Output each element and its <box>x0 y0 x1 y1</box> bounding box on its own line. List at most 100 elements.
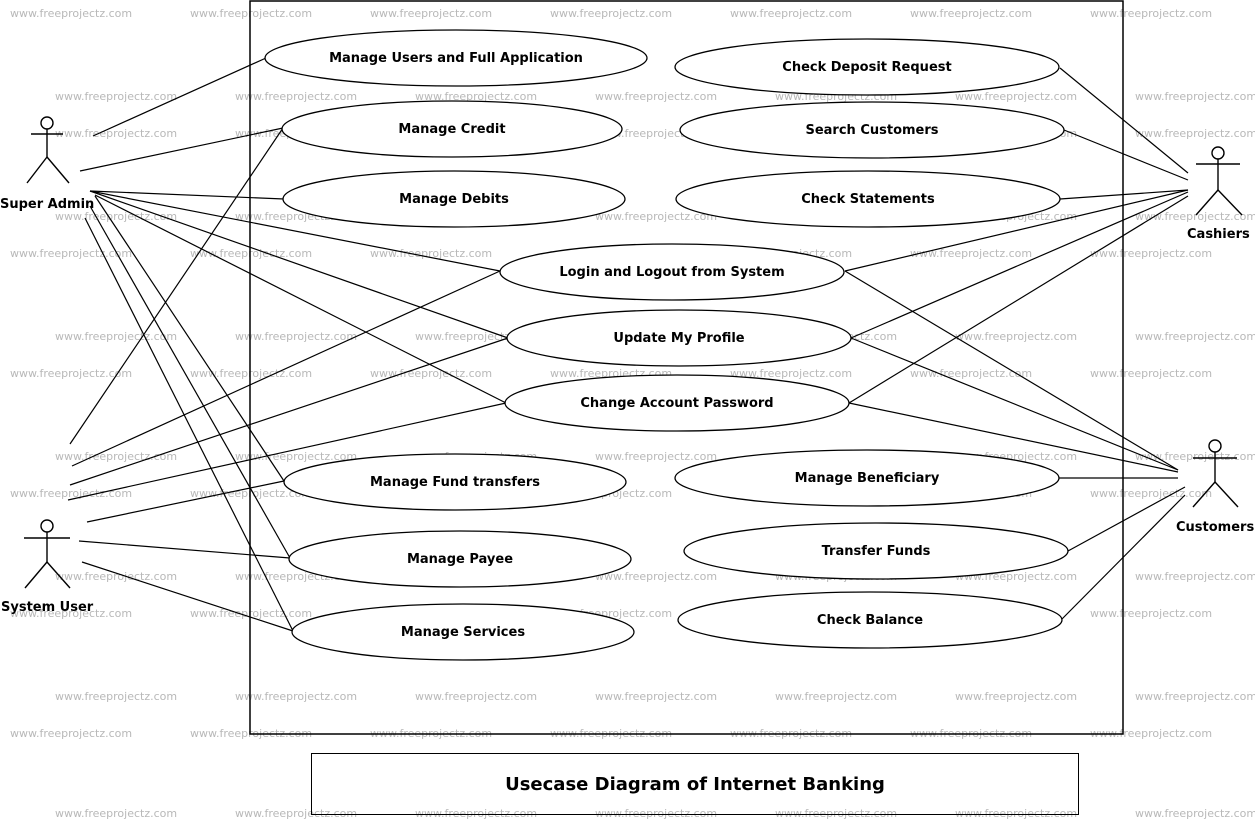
watermark-text: www.freeprojectz.com <box>595 690 718 703</box>
actor-label-system-user: System User <box>1 600 94 615</box>
assoc-cashier-login <box>844 189 1189 272</box>
usecase-transfer-funds <box>683 522 1069 580</box>
usecase-check-deposit <box>674 38 1060 96</box>
watermark-text: www.freeprojectz.com <box>595 570 718 583</box>
assoc-admin-services <box>84 217 294 632</box>
watermark-text: www.freeprojectz.com <box>370 247 493 260</box>
watermark-text: www.freeprojectz.com <box>595 90 718 103</box>
assoc-admin-fund-transfers <box>94 195 285 482</box>
actor-label-customers: Customers <box>1176 520 1254 535</box>
usecase-check-balance <box>677 591 1063 649</box>
watermark-text: www.freeprojectz.com <box>1135 570 1255 583</box>
usecase-label-transfer-funds: Transfer Funds <box>822 544 931 559</box>
watermark-text: www.freeprojectz.com <box>1090 607 1213 620</box>
assoc-user-fund-transfers <box>86 480 285 523</box>
actor-system-user-head <box>40 519 54 533</box>
usecase-label-update-profile: Update My Profile <box>613 331 744 346</box>
assoc-cashier-deposit <box>1059 67 1189 174</box>
assoc-admin-profile <box>89 190 509 339</box>
assoc-cashier-password <box>848 195 1189 404</box>
watermark-text: www.freeprojectz.com <box>910 367 1033 380</box>
assoc-customer-profile <box>850 337 1179 471</box>
usecase-manage-beneficiary <box>674 449 1060 507</box>
associations <box>67 57 1189 632</box>
watermark-text: www.freeprojectz.com <box>1135 330 1255 343</box>
assoc-user-password <box>67 402 507 501</box>
usecase-label-manage-services: Manage Services <box>401 625 525 640</box>
watermark-text: www.freeprojectz.com <box>955 330 1078 343</box>
assoc-customer-login <box>844 270 1179 471</box>
watermark-text: www.freeprojectz.com <box>955 90 1078 103</box>
watermark-text: www.freeprojectz.com <box>235 690 358 703</box>
usecase-manage-debits <box>282 170 626 228</box>
assoc-user-login <box>71 270 501 467</box>
watermark-text: www.freeprojectz.com <box>730 7 853 20</box>
usecase-update-profile <box>506 309 852 367</box>
watermark-text: www.freeprojectz.com <box>595 450 718 463</box>
actor-cashiers <box>1195 146 1243 216</box>
watermark-text: www.freeprojectz.com <box>10 7 133 20</box>
watermark-text: www.freeprojectz.com <box>910 7 1033 20</box>
actor-cashiers-head <box>1211 146 1225 160</box>
usecase-manage-payee <box>288 530 632 588</box>
watermark-text: www.freeprojectz.com <box>235 807 358 820</box>
watermark-text: www.freeprojectz.com <box>1135 450 1255 463</box>
assoc-cashier-statements <box>1059 189 1189 200</box>
actor-label-super-admin: Super Admin <box>0 197 94 212</box>
usecase-label-check-balance: Check Balance <box>817 613 923 628</box>
usecase-manage-credit <box>281 100 623 158</box>
watermark-text: www.freeprojectz.com <box>730 367 853 380</box>
watermark-text: www.freeprojectz.com <box>910 247 1033 260</box>
watermark-text: www.freeprojectz.com <box>370 367 493 380</box>
usecase-search-customers <box>679 101 1065 159</box>
watermark-text: www.freeprojectz.com <box>415 90 538 103</box>
assoc-user-payee <box>78 540 291 559</box>
assoc-user-manage-credit <box>69 127 284 445</box>
watermark-text: www.freeprojectz.com <box>550 7 673 20</box>
watermark-text: www.freeprojectz.com <box>1090 487 1213 500</box>
usecase-label-search-customers: Search Customers <box>805 123 938 138</box>
watermark-text: www.freeprojectz.com <box>1090 7 1213 20</box>
system-boundary <box>249 0 1124 735</box>
assoc-user-services <box>81 561 294 632</box>
watermark-text: www.freeprojectz.com <box>10 607 133 620</box>
watermark-text: www.freeprojectz.com <box>1135 210 1255 223</box>
usecase-label-fund-transfers: Manage Fund transfers <box>370 475 540 490</box>
watermark-text: www.freeprojectz.com <box>55 127 178 140</box>
usecase-label-manage-users: Manage Users and Full Application <box>329 51 583 66</box>
watermark-text: www.freeprojectz.com <box>775 690 898 703</box>
usecase-label-manage-payee: Manage Payee <box>407 552 513 567</box>
diagram-caption-box: Usecase Diagram of Internet Banking <box>311 753 1079 815</box>
watermark-text: www.freeprojectz.com <box>55 570 178 583</box>
watermark-text: www.freeprojectz.com <box>55 90 178 103</box>
usecase-label-manage-debits: Manage Debits <box>399 192 509 207</box>
usecase-label-manage-credit: Manage Credit <box>398 122 505 137</box>
watermark-text: www.freeprojectz.com <box>235 330 358 343</box>
watermark-text: www.freeprojectz.com <box>190 607 313 620</box>
watermark-text: www.freeprojectz.com <box>775 807 898 820</box>
actor-system-user <box>24 519 71 589</box>
usecase-label-manage-beneficiary: Manage Beneficiary <box>795 471 940 486</box>
watermark-text: www.freeprojectz.com <box>1135 807 1255 820</box>
watermark-text: www.freeprojectz.com <box>415 690 538 703</box>
assoc-admin-payee <box>89 205 291 559</box>
watermark-text: www.freeprojectz.com <box>595 210 718 223</box>
watermark-text: www.freeprojectz.com <box>1135 127 1255 140</box>
diagram-caption: Usecase Diagram of Internet Banking <box>505 773 885 795</box>
watermark-text: www.freeprojectz.com <box>955 807 1078 820</box>
usecase-manage-users <box>264 29 648 87</box>
watermark-text: www.freeprojectz.com <box>10 727 133 740</box>
assoc-admin-manage-users <box>92 57 267 137</box>
watermark-text: www.freeprojectz.com <box>415 807 538 820</box>
watermark-text: www.freeprojectz.com <box>1135 90 1255 103</box>
assoc-admin-login <box>89 190 501 272</box>
watermark-text: www.freeprojectz.com <box>190 487 313 500</box>
watermark-text: www.freeprojectz.com <box>1090 247 1213 260</box>
usecase-manage-services <box>291 603 635 661</box>
assoc-customer-balance <box>1061 494 1186 620</box>
assoc-cashier-profile <box>850 191 1189 339</box>
watermark-text: www.freeprojectz.com <box>1090 727 1213 740</box>
watermark-text: www.freeprojectz.com <box>10 367 133 380</box>
